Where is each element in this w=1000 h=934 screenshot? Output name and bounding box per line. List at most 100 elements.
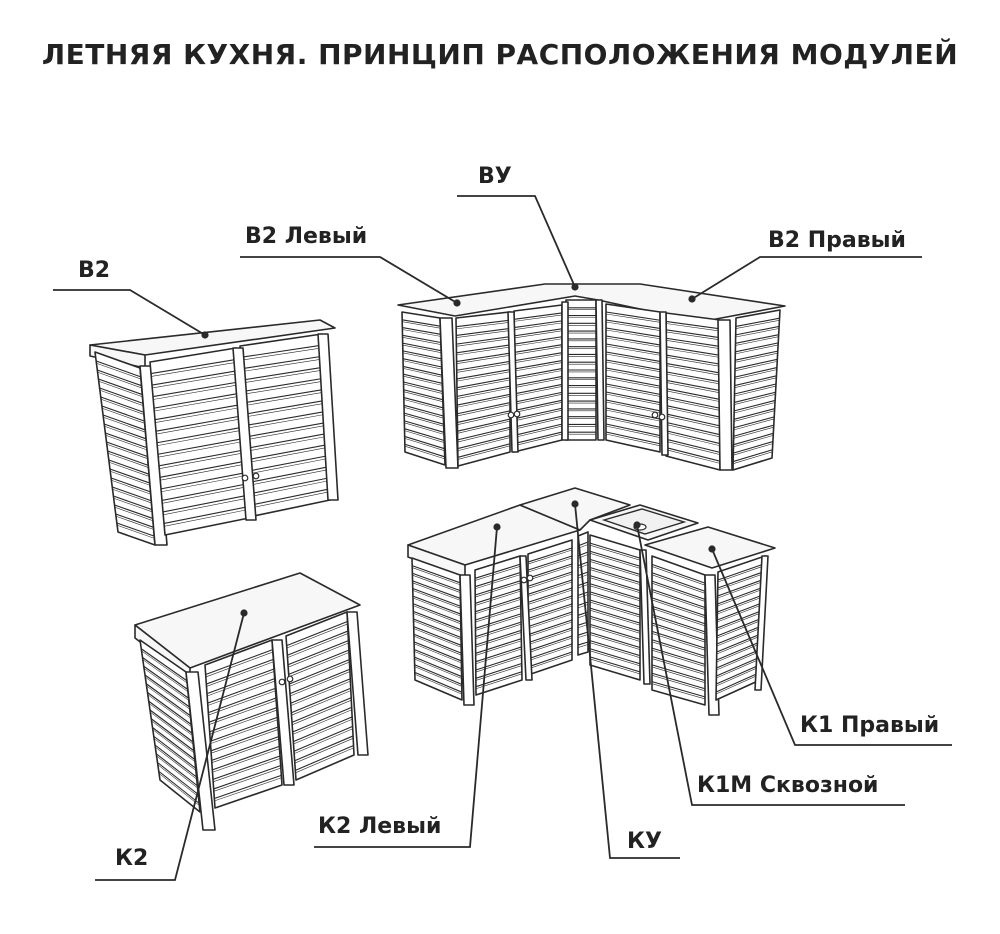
slat — [513, 344, 563, 354]
slat-shadow — [290, 671, 351, 697]
slat — [475, 596, 521, 613]
slat — [513, 399, 563, 412]
slat — [665, 396, 721, 409]
slat-shadow — [208, 690, 276, 716]
leader-k1m — [636, 524, 905, 806]
slat-shadow — [733, 435, 774, 448]
slat — [605, 327, 661, 338]
slat — [716, 663, 761, 685]
slat — [733, 449, 773, 463]
slat — [651, 605, 706, 625]
slat-shadow — [456, 346, 511, 356]
slat-shadow — [103, 416, 146, 433]
slat — [112, 486, 152, 502]
slat — [413, 618, 462, 639]
slat — [527, 603, 573, 620]
slat-shadow — [733, 443, 773, 456]
slat — [157, 438, 244, 455]
slat — [734, 383, 777, 395]
slat — [527, 643, 573, 660]
slat-shadow — [154, 395, 240, 412]
slat — [589, 566, 641, 584]
slat-shadow — [651, 566, 706, 586]
label-vu: ВУ — [478, 164, 512, 189]
slat — [104, 423, 147, 440]
slat-shadow — [589, 601, 641, 618]
slat-shadow — [241, 347, 323, 361]
slat-shadow — [104, 425, 147, 442]
slat-shadow — [577, 634, 589, 638]
leader-k2-left — [314, 526, 498, 848]
slat — [98, 378, 143, 396]
post — [704, 574, 720, 716]
slat — [651, 655, 706, 674]
slat-shadow — [589, 650, 641, 667]
slat — [475, 621, 522, 638]
slat — [457, 418, 511, 432]
slat — [142, 657, 189, 690]
slat — [210, 726, 279, 752]
slat — [240, 344, 323, 358]
door-knob — [513, 410, 521, 418]
slat — [152, 381, 239, 398]
slat — [716, 656, 762, 677]
slat-shadow — [414, 666, 462, 687]
slat — [513, 320, 563, 329]
slat-shadow — [589, 658, 641, 675]
slat — [113, 495, 153, 511]
post — [439, 317, 459, 469]
slat — [527, 547, 573, 563]
slat-shadow — [99, 389, 144, 406]
label-ku: КУ — [627, 829, 662, 854]
slat — [213, 765, 281, 790]
slat — [527, 555, 573, 571]
leader-k1-right-dot — [708, 545, 716, 553]
slat-shadow — [605, 369, 661, 381]
post — [459, 574, 475, 706]
slat — [665, 413, 721, 427]
slat — [456, 377, 511, 389]
slat — [651, 664, 706, 682]
slat — [154, 744, 197, 778]
b2-door-left — [149, 347, 250, 536]
slat-shadow — [605, 433, 661, 447]
slat — [589, 591, 641, 608]
slat-shadow — [289, 661, 350, 687]
slat — [589, 575, 641, 592]
slat-shadow — [414, 658, 462, 679]
vu-corner-panel — [565, 299, 597, 441]
slat — [577, 601, 589, 606]
slat-shadow — [513, 314, 563, 322]
slat-shadow — [665, 398, 721, 411]
slat — [413, 641, 462, 662]
slat — [513, 431, 563, 445]
slat-shadow — [651, 666, 706, 683]
slat — [475, 646, 522, 663]
slat-shadow — [577, 604, 589, 609]
slat-shadow — [665, 390, 721, 402]
b2-right-door-1 — [605, 303, 661, 453]
slat — [589, 558, 641, 575]
slat-shadow — [402, 329, 441, 337]
slat — [513, 352, 563, 362]
slat-shadow — [206, 661, 274, 687]
slat — [717, 586, 764, 605]
slat — [403, 381, 443, 393]
slat — [145, 683, 191, 717]
slat-shadow — [513, 362, 563, 372]
slat — [605, 391, 661, 404]
slat-shadow — [152, 729, 196, 762]
slat — [162, 494, 248, 513]
slat — [287, 640, 349, 666]
slat — [457, 402, 511, 415]
slat-shadow — [288, 642, 349, 668]
slat — [150, 718, 195, 752]
slat — [241, 355, 324, 370]
module-lower-corner — [407, 487, 776, 716]
slat-shadow — [527, 605, 573, 621]
door-knob — [278, 678, 286, 686]
slat — [161, 483, 247, 501]
slat-shadow — [156, 755, 198, 789]
slat — [412, 580, 461, 599]
slat — [589, 640, 641, 657]
